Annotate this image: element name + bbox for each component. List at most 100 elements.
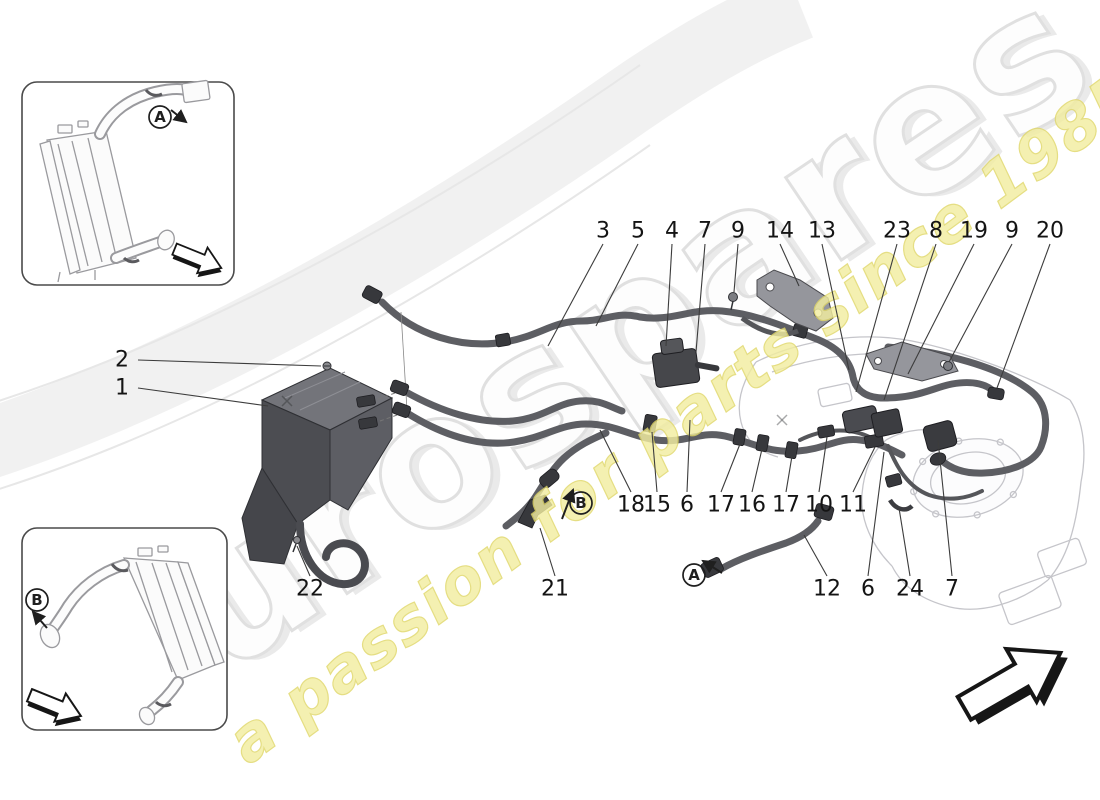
callout-9: 9 <box>731 219 745 244</box>
canister-drain-hose <box>296 520 369 589</box>
leader-line-9 <box>733 243 739 293</box>
canister-port-upper <box>356 394 376 408</box>
reference-circle-a <box>682 563 706 587</box>
bottom-screw <box>292 536 301 553</box>
callout-4: 4 <box>665 219 679 244</box>
damper-block <box>922 420 958 452</box>
charcoal-canister <box>241 311 408 589</box>
callout-24: 24 <box>896 577 924 602</box>
hose-mid-upper <box>402 388 626 425</box>
intercooler-art-a <box>39 79 211 283</box>
callout-23: 23 <box>883 219 911 244</box>
main-diagram <box>241 269 1087 626</box>
reference-letter-a: A <box>154 108 166 126</box>
callout-11: 11 <box>839 493 867 518</box>
callout-5: 5 <box>631 219 645 244</box>
leader-line-24 <box>898 507 911 577</box>
reference-circle-a <box>148 105 172 129</box>
callout-10: 10 <box>805 493 833 518</box>
callout-2: 2 <box>115 348 129 373</box>
callout-19: 19 <box>960 219 988 244</box>
support-bracket-14 <box>740 269 834 337</box>
callout-22: 22 <box>296 577 324 602</box>
callout-14: 14 <box>766 219 794 244</box>
callout-6: 6 <box>680 493 694 518</box>
leader-line-7 <box>695 243 706 353</box>
callout-1: 1 <box>115 376 129 401</box>
callout-15: 15 <box>643 493 671 518</box>
support-bracket-19 <box>865 341 959 382</box>
callout-6: 6 <box>861 577 875 602</box>
leader-line-10 <box>818 436 828 493</box>
reference-arrow-b <box>31 610 48 629</box>
valves-and-brackets <box>651 269 959 452</box>
reference-arrow-b <box>561 488 576 520</box>
callout-9: 9 <box>1005 219 1019 244</box>
hose-tank-loop <box>884 343 1050 477</box>
leader-line-9 <box>948 243 1013 363</box>
reference-letter-b: B <box>575 494 586 512</box>
leader-line-19 <box>907 243 975 375</box>
callout-13: 13 <box>808 219 836 244</box>
reference-arrow-a <box>170 109 188 124</box>
leader-line-13 <box>821 243 850 371</box>
callout-20: 20 <box>1036 219 1064 244</box>
canister-screw <box>322 361 332 371</box>
callout-7: 7 <box>945 577 959 602</box>
leader-line-22 <box>296 545 311 577</box>
callout-3: 3 <box>596 219 610 244</box>
hose-mid-lower <box>403 409 906 459</box>
reference-circle-b <box>25 588 49 612</box>
inset-panel-b <box>21 527 228 736</box>
leader-line-3 <box>547 243 604 347</box>
leader-line-5 <box>595 243 639 327</box>
callout-16: 16 <box>738 493 766 518</box>
callout-21: 21 <box>541 577 569 602</box>
leader-line-11 <box>852 446 876 493</box>
reference-circle-b <box>569 491 593 515</box>
leader-line-7 <box>937 439 953 577</box>
leader-line-6 <box>686 419 691 493</box>
main-direction-arrow <box>947 622 1085 744</box>
reference-letter-a: A <box>688 566 700 584</box>
leader-line-14 <box>779 243 800 287</box>
leader-line-21 <box>539 527 556 577</box>
clamp-24 <box>888 498 914 512</box>
leader-line-23 <box>855 243 898 393</box>
connectors <box>361 285 1005 578</box>
callout-17: 17 <box>707 493 735 518</box>
reference-letter-b: B <box>31 591 42 609</box>
inset-panel-a <box>21 79 235 286</box>
callout-12: 12 <box>813 577 841 602</box>
leader-line-18 <box>599 429 632 493</box>
leader-line-8 <box>883 243 937 401</box>
leader-line-20 <box>996 243 1051 389</box>
hose-upper-left <box>378 298 644 348</box>
canister-port-lower <box>358 416 378 430</box>
callout-8: 8 <box>929 219 943 244</box>
stud-9-right <box>943 361 953 371</box>
hose-upper-right <box>636 307 998 402</box>
leader-line-16 <box>751 448 763 493</box>
leader-line-6 <box>867 451 885 577</box>
leader-line-15 <box>651 431 658 493</box>
callout-17: 17 <box>772 493 800 518</box>
leader-line-1 <box>137 387 269 407</box>
callout-7: 7 <box>698 219 712 244</box>
leader-line-17 <box>785 455 793 493</box>
leader-line-4 <box>665 243 673 347</box>
hose-item-12 <box>717 517 822 573</box>
intercooler-art-b <box>39 545 225 726</box>
stud-9-left <box>728 292 738 311</box>
reference-arrow-a <box>701 559 723 574</box>
leader-line-12 <box>803 534 828 577</box>
leader-line-2 <box>137 359 322 367</box>
background-swoosh <box>0 0 814 490</box>
callout-18: 18 <box>617 493 645 518</box>
hose-to-pump <box>886 444 984 501</box>
bracket-21 <box>517 494 553 529</box>
purge-valve <box>651 337 720 388</box>
